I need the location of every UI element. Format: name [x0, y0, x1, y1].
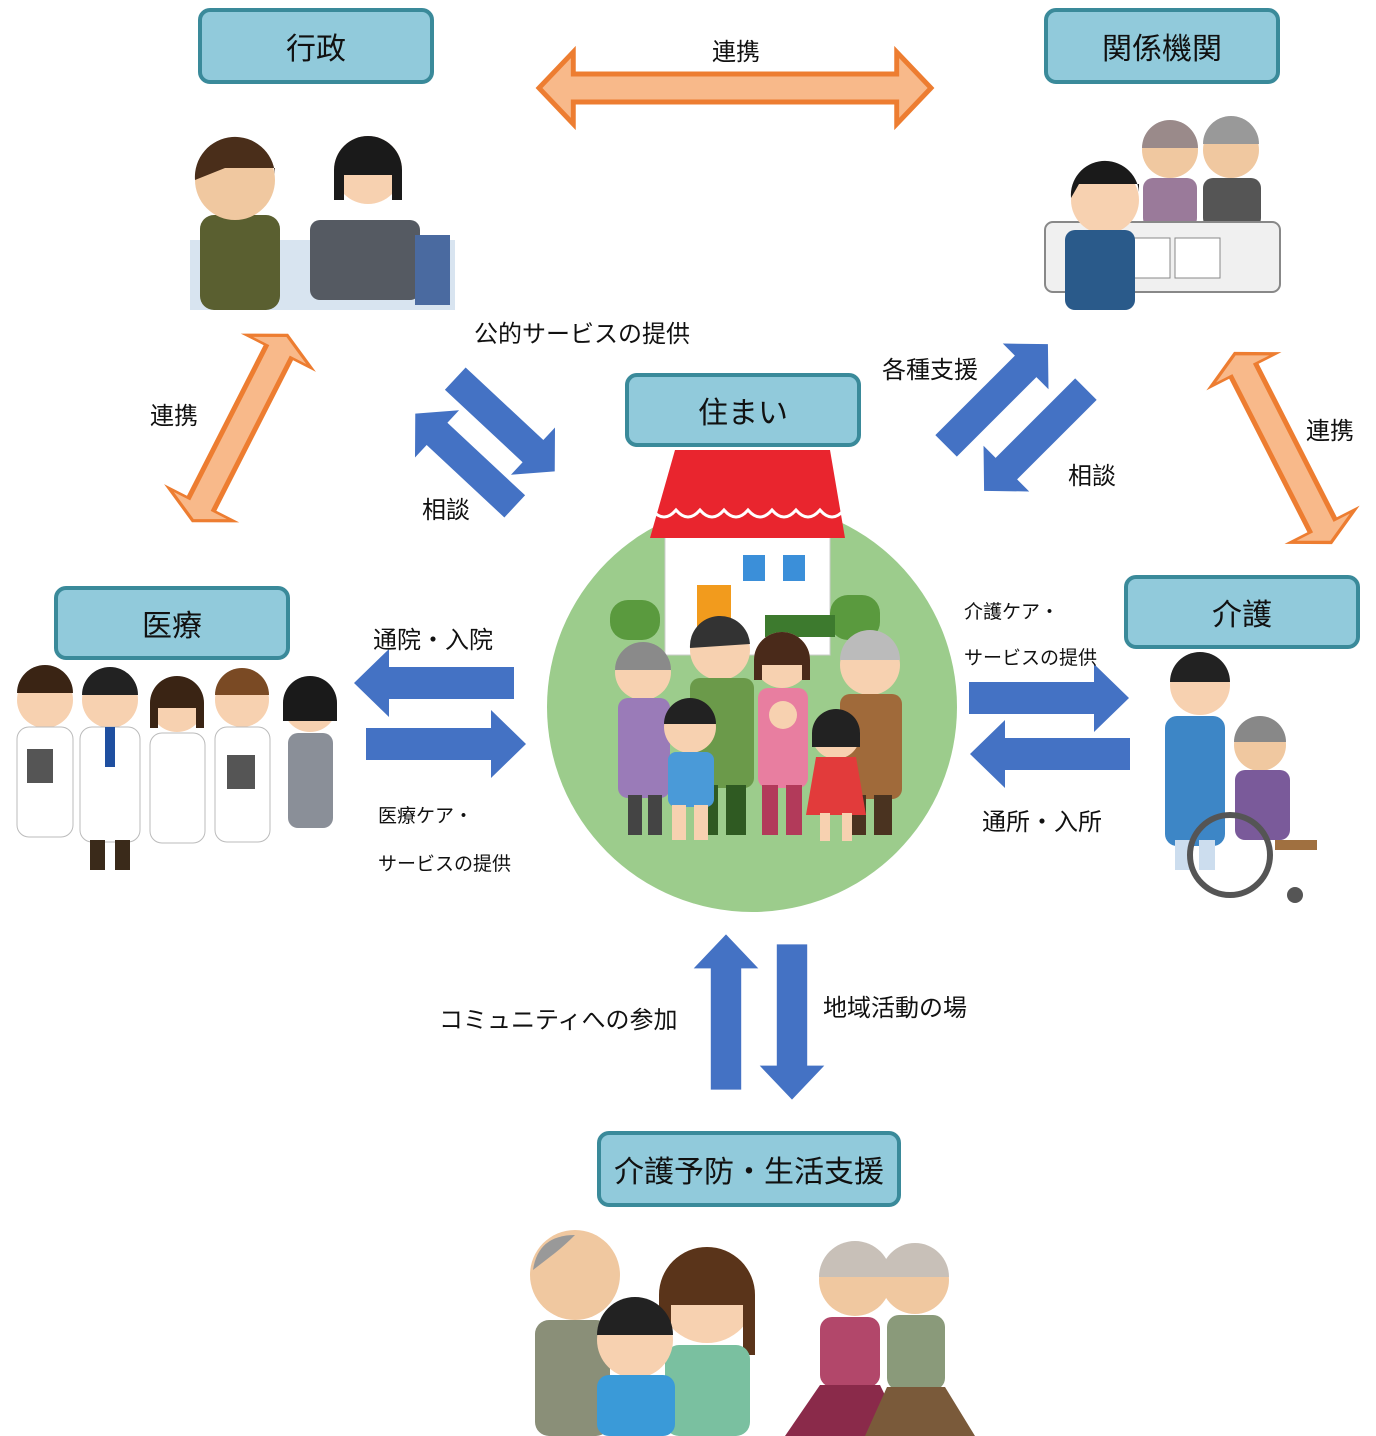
care-wheelchair-illustration — [1165, 652, 1317, 903]
node-kankei: 関係機関 — [1044, 8, 1280, 84]
label-renkei-right: 連携 — [1306, 417, 1354, 445]
renkei-right-arrow — [1203, 337, 1363, 559]
label-sodan-left: 相談 — [422, 496, 470, 524]
label-kaigo-care-1: 介護ケア・ — [964, 601, 1060, 623]
label-community: コミュニティへの参加 — [439, 1006, 678, 1034]
label-chiiki: 地域活動の場 — [823, 994, 967, 1022]
prevention-exercise-illustration — [530, 1230, 975, 1436]
chiiki-arrow — [759, 944, 825, 1100]
community-arrow — [693, 934, 759, 1090]
label-iryo-care-2: サービスの提供 — [378, 853, 512, 875]
node-yobo: 介護予防・生活支援 — [597, 1131, 901, 1207]
iryo-care-arrow — [366, 710, 526, 778]
label-renkei-left: 連携 — [150, 402, 198, 430]
medical-staff-illustration — [16, 665, 337, 870]
label-tsuin: 通院・入院 — [373, 626, 493, 654]
tsuin-arrow — [354, 649, 514, 717]
government-office-illustration — [190, 136, 455, 310]
tsusho-arrow — [970, 720, 1130, 788]
label-iryo-care-1: 医療ケア・ — [378, 805, 474, 827]
label-kaigo-care-2: サービスの提供 — [964, 647, 1098, 669]
kaigo-care-arrow — [969, 664, 1129, 732]
label-tsusho: 通所・入所 — [982, 808, 1102, 836]
node-kaigo: 介護 — [1124, 575, 1360, 649]
node-gyosei: 行政 — [198, 8, 434, 84]
label-koteki: 公的サービスの提供 — [474, 320, 690, 348]
family-people-icon — [615, 615, 902, 841]
home-family-illustration — [547, 450, 957, 912]
node-sumai: 住まい — [625, 373, 861, 447]
label-kakushu: 各種支援 — [882, 356, 978, 384]
label-renkei-top: 連携 — [712, 38, 760, 66]
label-sodan-right: 相談 — [1068, 462, 1116, 490]
node-iryo: 医療 — [54, 586, 290, 660]
related-agency-illustration — [1044, 116, 1281, 310]
